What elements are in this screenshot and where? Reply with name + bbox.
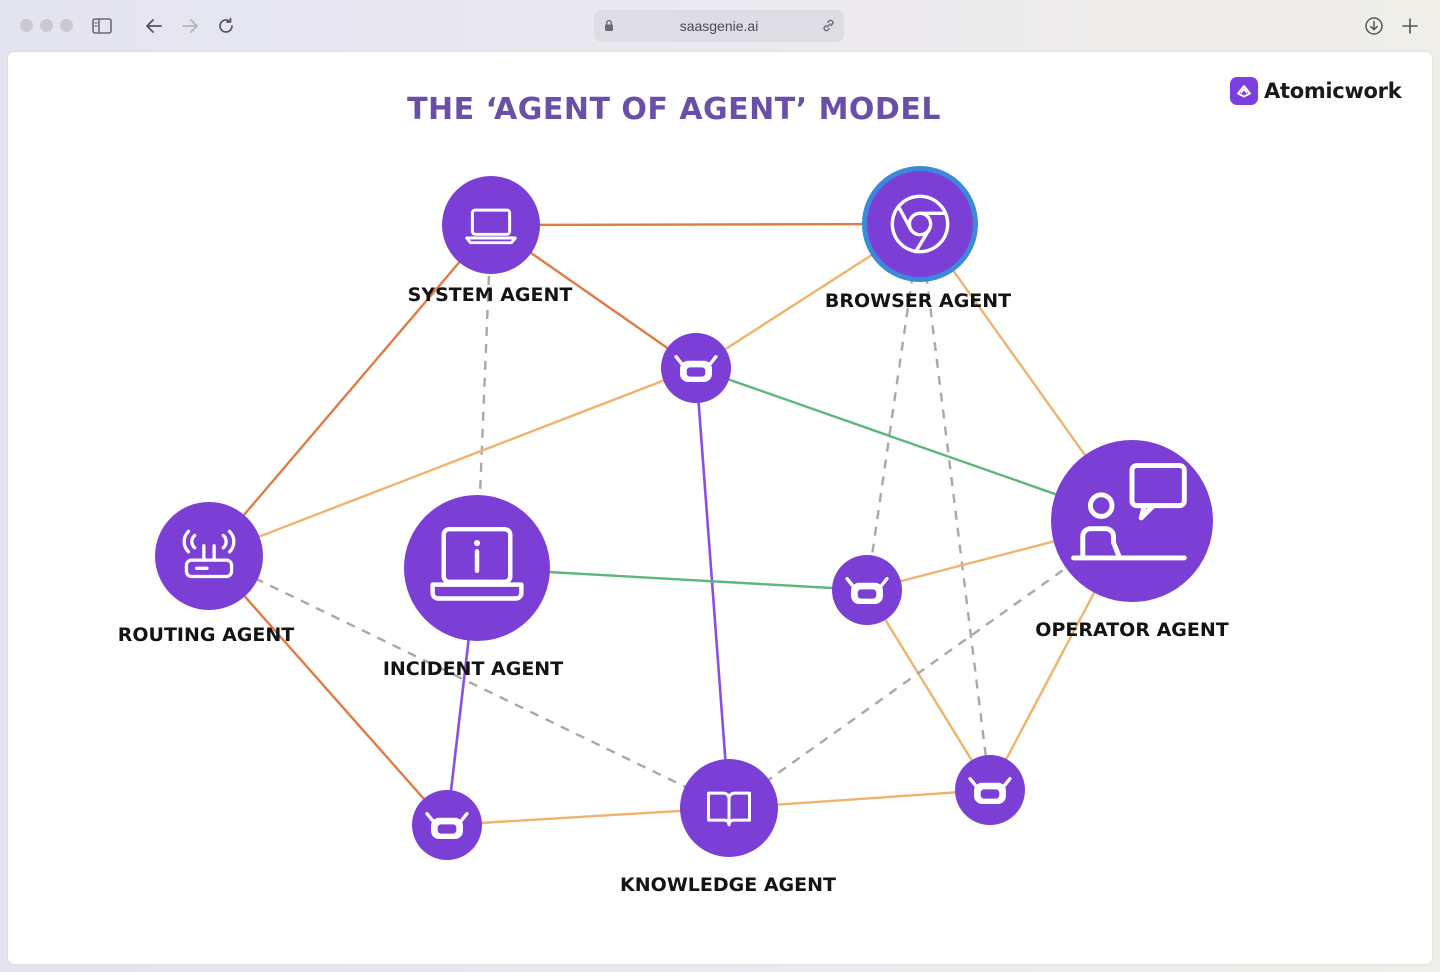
incident-agent-label: INCIDENT AGENT: [382, 658, 564, 680]
url-text: saasgenie.ai: [679, 18, 759, 34]
operator-chat-icon: [1071, 463, 1187, 561]
edge-routing-to-knowledge: [208, 554, 730, 810]
system-agent-label: SYSTEM AGENT: [407, 284, 573, 306]
lock-icon: [604, 19, 614, 37]
system-agent-node: [442, 176, 540, 274]
book-icon: [707, 791, 751, 827]
edge-bot-top-to-routing: [208, 366, 697, 558]
edge-routing-to-bot-bottom-left: [208, 555, 448, 826]
bot-icon: [968, 777, 1012, 804]
bot-icon: [845, 577, 889, 604]
chrome-icon: [890, 194, 950, 254]
forward-arrow-icon[interactable]: [178, 14, 202, 38]
link-icon[interactable]: [821, 18, 836, 38]
edge-system-to-routing: [208, 224, 492, 557]
zoom-window-dot[interactable]: [60, 19, 73, 32]
laptop-info-icon: [430, 526, 524, 601]
knowledge-agent-label: KNOWLEDGE AGENT: [620, 874, 836, 896]
browser-agent-node: [867, 171, 973, 277]
brand-logo-group: Atomicwork: [1230, 76, 1402, 106]
laptop-icon: [465, 208, 517, 245]
browser-toolbar: saasgenie.ai: [0, 0, 1440, 52]
edges-layer: [208, 222, 1134, 827]
routing-agent-node: [155, 502, 263, 610]
download-icon[interactable]: [1362, 14, 1386, 38]
reload-icon[interactable]: [214, 14, 238, 38]
edge-bot-top-to-knowledge: [694, 367, 731, 809]
edge-bot-middle-right-to-bot-bottom-right: [865, 589, 992, 791]
router-icon: [182, 529, 236, 579]
operator-agent-node: [1051, 440, 1213, 602]
bot-icon: [674, 355, 718, 382]
close-window-dot[interactable]: [20, 19, 33, 32]
minimize-window-dot[interactable]: [40, 19, 53, 32]
edge-browser-to-bot-middle-right: [865, 223, 922, 591]
operator-agent-label: OPERATOR AGENT: [1035, 619, 1229, 641]
sidebar-icon[interactable]: [90, 14, 114, 38]
edge-system-to-browser: [490, 222, 921, 227]
page-content: THE ‘AGENT OF AGENT’ MODEL Atomicwork: [8, 52, 1432, 964]
brand-name: Atomicwork: [1264, 79, 1402, 103]
page-title: THE ‘AGENT OF AGENT’ MODEL: [407, 92, 941, 127]
new-tab-icon[interactable]: [1398, 14, 1422, 38]
atomicwork-logo-icon: [1230, 77, 1258, 105]
agent-network-diagram: [155, 166, 1213, 860]
routing-agent-label: ROUTING AGENT: [117, 624, 295, 646]
bot-icon: [425, 812, 469, 839]
address-bar[interactable]: saasgenie.ai: [594, 10, 844, 42]
edge-operator-to-knowledge: [728, 520, 1133, 809]
nodes-layer: [155, 166, 1213, 860]
edge-system-to-incident: [475, 224, 493, 569]
browser-agent-label: BROWSER AGENT: [824, 290, 1012, 312]
back-arrow-icon[interactable]: [142, 14, 166, 38]
